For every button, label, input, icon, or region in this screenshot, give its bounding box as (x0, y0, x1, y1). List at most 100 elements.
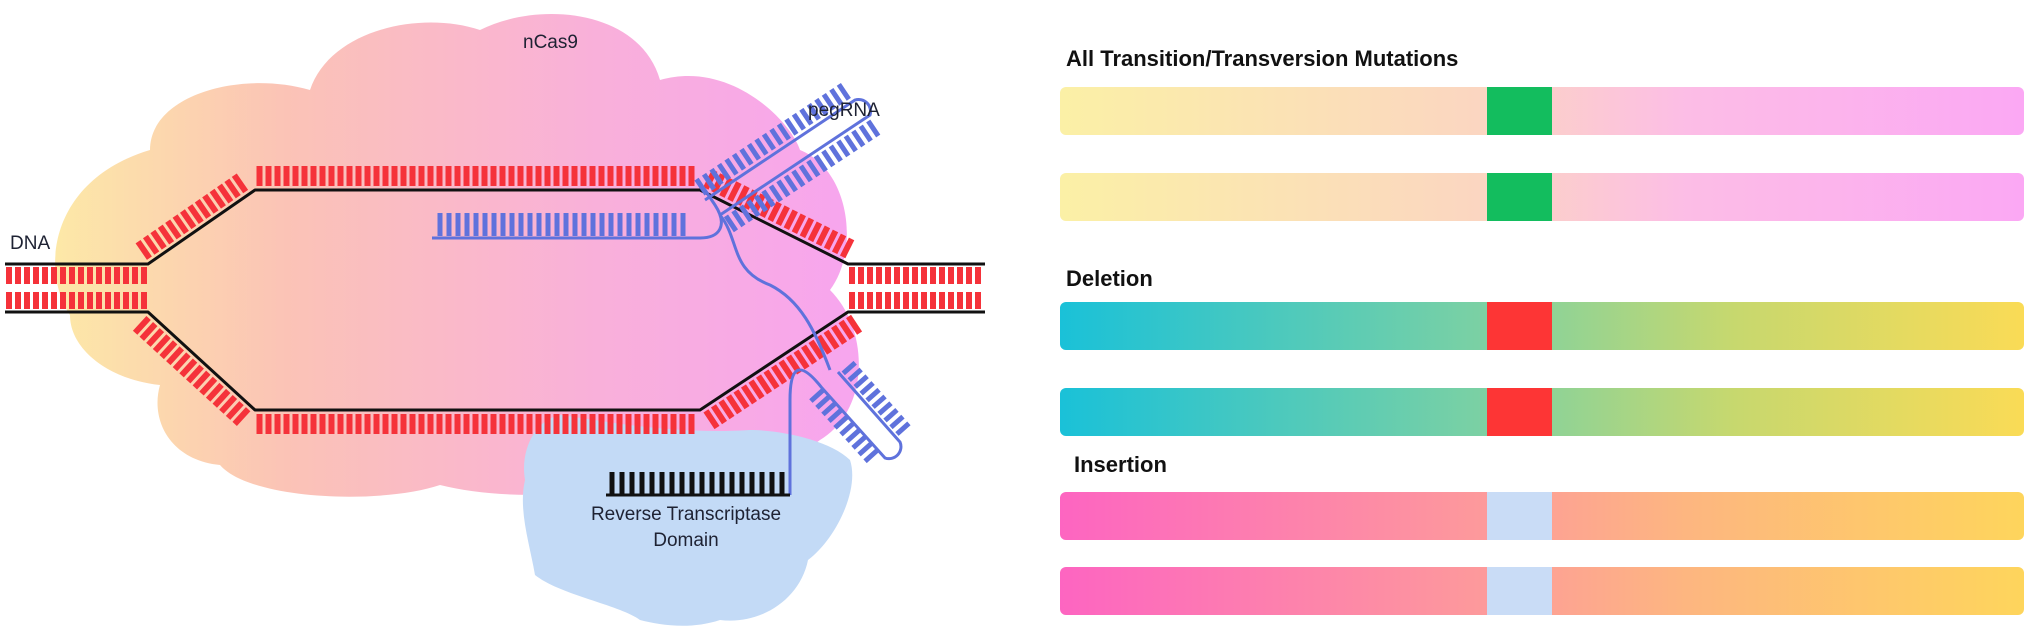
dna-base (775, 205, 790, 227)
dna-base (172, 214, 189, 235)
pegrna-hairpin-base (866, 119, 881, 138)
dna-bottom-backbone (5, 310, 985, 412)
pegrna-hairpin-base (821, 92, 836, 111)
dna-base (199, 376, 218, 396)
pegrna-hairpin-base (723, 214, 739, 233)
pegrna-hairpin-base (694, 177, 709, 196)
dna-base (194, 199, 212, 219)
pegrna-hairpin-base (776, 122, 791, 141)
dna-base (224, 178, 241, 199)
pegrna-hairpin-base (799, 107, 814, 126)
pegrna-hairpin-base (753, 194, 768, 213)
pegrna-hairpin-base (716, 162, 732, 181)
deletion-heading: Deletion (1066, 266, 1153, 291)
dna-base (727, 181, 742, 202)
pegrna-hairpin-base (814, 97, 829, 116)
dna-base (231, 173, 249, 194)
dna-base (733, 389, 750, 410)
dna-base (202, 193, 219, 214)
deletion-marker-1 (1487, 302, 1552, 350)
dna-base (172, 352, 191, 372)
deletion-marker-2 (1487, 388, 1552, 436)
pegrna-lower-base (883, 408, 899, 423)
pegrna-lower-base (857, 442, 873, 457)
dna-base (219, 394, 238, 414)
dna-base (179, 358, 198, 378)
pegrna-hairpin-base (724, 157, 739, 176)
pegrna-lower-base (889, 414, 905, 430)
pegrna-lower-base (847, 367, 863, 382)
pegrna-lower-base (853, 374, 869, 389)
dna-base (135, 239, 152, 260)
dna-base (838, 319, 855, 340)
pegrna-lower-base (841, 360, 857, 376)
dna-label: DNA (10, 233, 50, 254)
dna-base (209, 188, 226, 209)
dna-base (718, 399, 735, 420)
pegrna-lower-base (827, 408, 843, 423)
dna-base (159, 340, 178, 360)
prime-editor-schematic: nCas9 pegRNA DNA Reverse Transcriptase D… (5, 14, 985, 626)
rt-domain-label-line1: Reverse Transcriptase (591, 504, 781, 525)
pegrna-lower-base (845, 428, 861, 444)
pegrna-lower-base (859, 381, 875, 396)
dna-base (139, 322, 158, 341)
pegrna-lower-base (839, 421, 855, 437)
dna-base (710, 404, 728, 425)
dna-base (823, 229, 839, 251)
pegrna-linker (718, 214, 832, 371)
pegrna-hairpin-base (791, 112, 806, 131)
dna-base (205, 382, 224, 402)
pegrna-label: pegRNA (808, 100, 880, 121)
dna-base (192, 370, 211, 390)
pegrna-hairpin-base (858, 124, 873, 143)
pegrna-hairpin-base (776, 179, 791, 198)
pegrna-lower-base (865, 387, 881, 403)
dna-base (165, 219, 182, 240)
dna-base (808, 339, 825, 360)
dna-base (748, 379, 765, 400)
pegrna-backbone (432, 189, 723, 240)
dna-base (232, 407, 251, 426)
dna-base (146, 328, 165, 347)
pegrna-hairpin-base (746, 142, 762, 161)
pegrna-hairpin-base (701, 172, 717, 191)
ncas9-protein-cloud (55, 14, 859, 497)
pegrna-hairpin-base (836, 82, 851, 101)
dna-base (187, 204, 204, 225)
dna-top-backbone (5, 188, 985, 266)
dna-base (725, 394, 743, 415)
dna-base (791, 213, 806, 235)
dna-base (799, 217, 815, 239)
pegrna-hairpin-base (731, 209, 746, 228)
pegrna-hairpin-base (829, 87, 844, 106)
dna-base (703, 409, 720, 430)
pegrna-hairpin-base (761, 132, 777, 151)
ncas9-label: nCas9 (523, 32, 578, 53)
dna-base (179, 209, 197, 230)
dna-base (767, 201, 782, 222)
dna-double-strand (5, 166, 985, 434)
dna-base (166, 346, 185, 366)
rt-domain-label-line2: Domain (653, 530, 718, 551)
dna-base (150, 229, 167, 250)
pegrna-lower-base (863, 448, 879, 464)
pegrna-lower-base (895, 421, 911, 436)
pegrna-hairpin-base (731, 152, 747, 171)
insertion-marker-2 (1487, 567, 1552, 615)
dna-base (157, 224, 175, 245)
pegrna-hairpin-base (761, 189, 776, 208)
dna-base (831, 233, 847, 255)
dna-base (740, 384, 758, 405)
pegrna-hairpin-base (791, 169, 806, 188)
pegrna-hairpin-base (769, 127, 784, 146)
pegrna-lower-base (815, 395, 831, 410)
transition-transversion-heading: All Transition/Transversion Mutations (1066, 46, 1458, 71)
dna-base (801, 344, 818, 365)
pegrna-structure (432, 82, 911, 495)
pegrna-hairpin-base (843, 134, 858, 153)
dna-base (763, 369, 780, 390)
pegrna-hairpin-base (851, 129, 866, 148)
pegrna-hairpin-base (709, 167, 724, 186)
